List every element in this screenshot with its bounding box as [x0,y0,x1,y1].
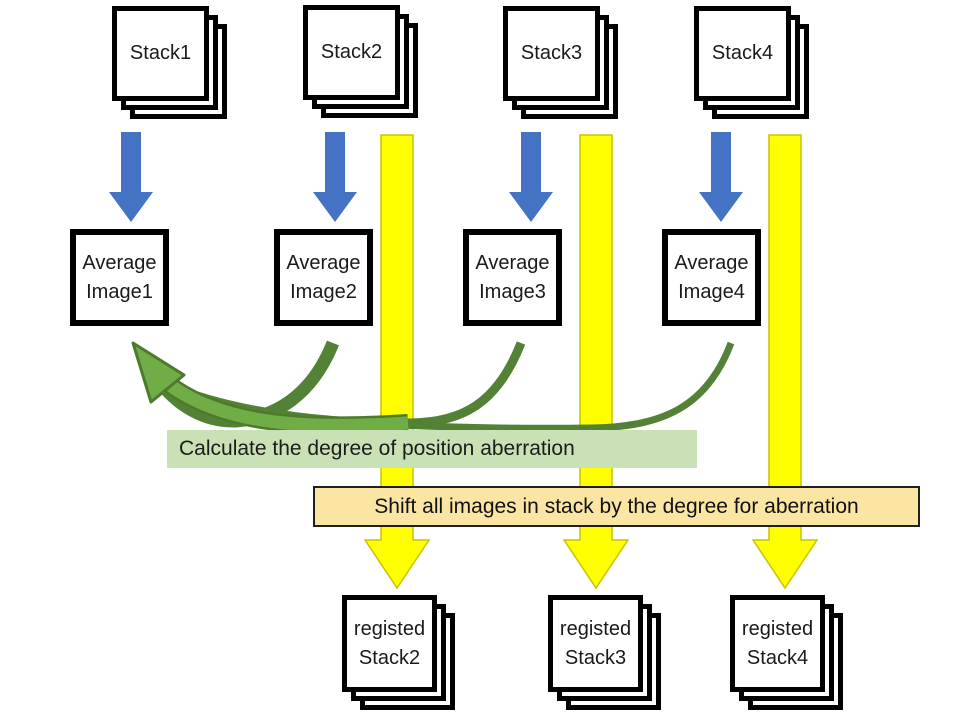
average-image4-label: Average Image4 [674,251,749,303]
average-image2-box: Average Image2 [274,229,373,326]
shift-images-text: Shift all images in stack by the degree … [374,494,859,518]
registed-stack2-label: registed Stack2 [353,617,426,669]
stack2-box: Stack2 [303,5,400,100]
stack4-icon: Stack4 [694,6,809,119]
registed-stack3-box: registed Stack3 [548,595,643,692]
yellow-down-arrow-icon [363,134,431,590]
registed-stack3-label: registed Stack3 [559,617,632,669]
stack4-box: Stack4 [694,6,791,101]
average-image4-box: Average Image4 [662,229,761,326]
stack1-icon: Stack1 [112,6,227,119]
blue-down-arrow-icon [109,132,153,222]
green-curved-arrow-band [157,373,409,432]
registed-stack3-icon: registed Stack3 [548,595,661,710]
average-image3-label: Average Image3 [475,251,550,303]
stack1-label: Stack1 [129,42,192,64]
shift-images-band: Shift all images in stack by the degree … [313,486,920,527]
calculate-aberration-band: Calculate the degree of position aberrat… [167,430,697,468]
average-image1-label: Average Image1 [82,251,157,303]
stack3-label: Stack3 [520,42,583,64]
registed-stack4-label: registed Stack4 [741,617,814,669]
average-image2-label: Average Image2 [286,251,361,303]
average-image1-box: Average Image1 [70,229,169,326]
yellow-down-arrow-icon [562,134,630,590]
registed-stack2-box: registed Stack2 [342,595,437,692]
stack4-label: Stack4 [711,42,774,64]
green-arrowhead-icon [131,341,186,404]
stack1-box: Stack1 [112,6,209,101]
blue-down-arrow-icon [313,132,357,222]
registed-stack4-icon: registed Stack4 [730,595,843,710]
blue-down-arrow-icon [699,132,743,222]
stack3-icon: Stack3 [503,6,618,119]
stack3-box: Stack3 [503,6,600,101]
registed-stack2-icon: registed Stack2 [342,595,455,710]
yellow-down-arrow-icon [751,134,819,590]
registed-stack4-box: registed Stack4 [730,595,825,692]
calculate-aberration-text: Calculate the degree of position aberrat… [179,437,575,460]
average-image3-box: Average Image3 [463,229,562,326]
stack2-label: Stack2 [320,41,383,63]
blue-down-arrow-icon [509,132,553,222]
stack2-icon: Stack2 [303,5,418,118]
